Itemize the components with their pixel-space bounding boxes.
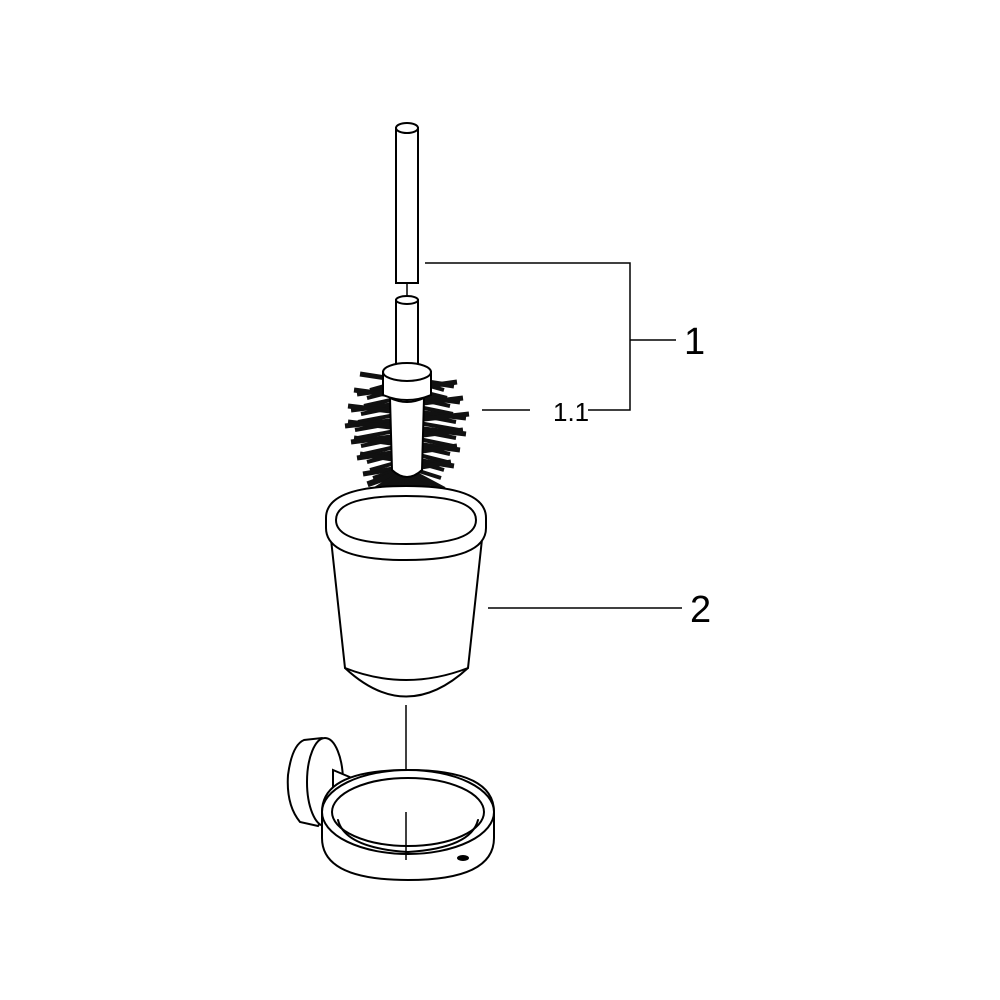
- bristle-tuft: [372, 469, 396, 480]
- bristle-tuft: [369, 461, 396, 472]
- brush-handle: [395, 122, 419, 373]
- callout-label-1: 1: [684, 321, 705, 363]
- bristle-tuft: [357, 429, 396, 440]
- brush-head-icon: [344, 362, 470, 513]
- wall-holder-icon: [286, 736, 495, 882]
- bristle-tuft: [418, 453, 448, 464]
- callout-label-1-1: 1.1: [553, 397, 589, 427]
- glass-cup-icon: [325, 484, 487, 698]
- callout-label-2: 2: [690, 589, 711, 631]
- bristle-tuft: [418, 469, 442, 480]
- bristle-tuft: [418, 437, 454, 448]
- bristle-tuft: [363, 445, 396, 456]
- bristle-tuft: [357, 413, 396, 424]
- leader-lines: [425, 262, 682, 609]
